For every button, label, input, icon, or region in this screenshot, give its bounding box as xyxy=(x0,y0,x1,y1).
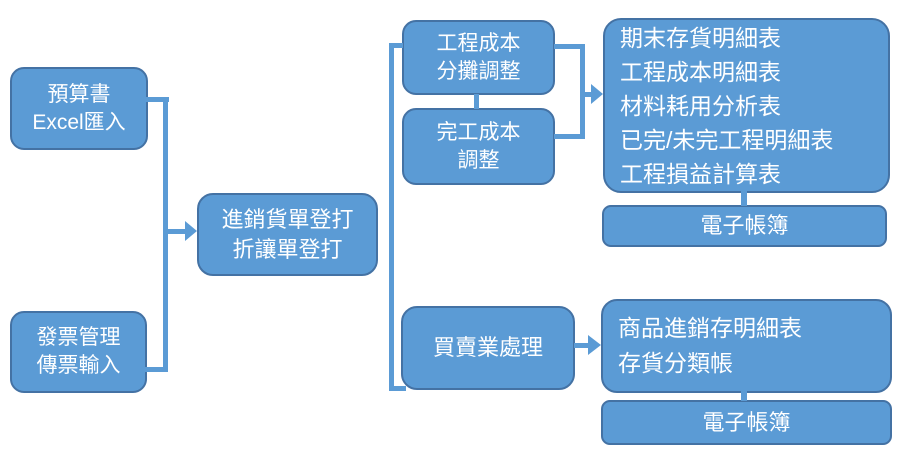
box-label: 工程損益計算表 xyxy=(620,160,781,187)
connector-bracket-top-stub xyxy=(389,43,403,48)
box-label: 期末存貨明細表 xyxy=(620,24,781,51)
connector-right-vertical xyxy=(580,44,585,139)
arrowhead-to-order-entry-icon xyxy=(185,221,197,241)
flowchart-box-completion-cost-adjust: 完工成本 調整 xyxy=(402,108,555,185)
box-label: 工程成本 xyxy=(436,31,521,55)
box-label: 完工成本 xyxy=(436,120,521,144)
box-label: 折讓單登打 xyxy=(232,236,343,262)
box-label: 工程成本明細表 xyxy=(620,58,781,85)
box-label: Excel匯入 xyxy=(32,110,126,134)
box-label: 已完/未完工程明細表 xyxy=(620,126,834,153)
box-label: 存貨分類帳 xyxy=(618,350,733,376)
flowchart-box-e-ledger-bottom: 電子帳簿 xyxy=(601,400,892,445)
arrowhead-to-trade-reports-icon xyxy=(588,335,601,355)
connector-reports-eledger-top xyxy=(741,191,747,206)
connector-bracket-bottom-stub xyxy=(389,386,406,391)
box-label: 材料耗用分析表 xyxy=(620,92,781,119)
box-label: 電子帳簿 xyxy=(702,409,791,435)
flowchart-box-budget-excel-import: 預算書 Excel匯入 xyxy=(10,67,148,150)
flowchart-box-project-reports: 期末存貨明細表 工程成本明細表 材料耗用分析表 已完/未完工程明細表 工程損益計… xyxy=(603,18,890,193)
connector-invoice-stub xyxy=(144,367,168,372)
connector-costalloc-stub xyxy=(554,44,585,49)
box-label: 發票管理 xyxy=(36,326,121,350)
connector-bracket-vertical xyxy=(389,43,394,391)
connector-cost-boxes xyxy=(474,94,479,109)
flowchart-box-trading-process: 買賣業處理 xyxy=(401,306,575,390)
connector-reports-eledger-bottom xyxy=(741,391,747,401)
connector-order-arrow-stem xyxy=(166,229,186,234)
connector-trade-arrow-stem xyxy=(574,343,589,348)
flowchart-box-order-entry: 進銷貨單登打 折讓單登打 xyxy=(197,193,378,276)
box-label: 進銷貨單登打 xyxy=(221,207,354,233)
box-label: 電子帳簿 xyxy=(700,213,789,239)
box-label: 傳票輸入 xyxy=(36,354,121,377)
box-label: 買賣業處理 xyxy=(432,335,543,361)
flowchart-box-cost-allocation-adjust: 工程成本 分攤調整 xyxy=(402,20,555,95)
flowchart-box-invoice-voucher-input: 發票管理 傳票輸入 xyxy=(10,311,147,393)
flowchart-box-trade-reports: 商品進銷存明細表 存貨分類帳 xyxy=(601,299,892,393)
flowchart-box-e-ledger-top: 電子帳簿 xyxy=(602,205,887,247)
box-label: 商品進銷存明細表 xyxy=(618,315,802,341)
connector-completioncost-stub xyxy=(554,134,585,139)
connector-budget-stub xyxy=(143,97,169,102)
box-label: 調整 xyxy=(457,148,500,172)
box-label: 預算書 xyxy=(47,82,111,106)
connector-left-vertical xyxy=(163,97,168,372)
arrowhead-to-project-reports-icon xyxy=(591,84,603,104)
box-label: 分攤調整 xyxy=(436,59,521,83)
connector-reports-arrow-stem xyxy=(583,92,592,97)
